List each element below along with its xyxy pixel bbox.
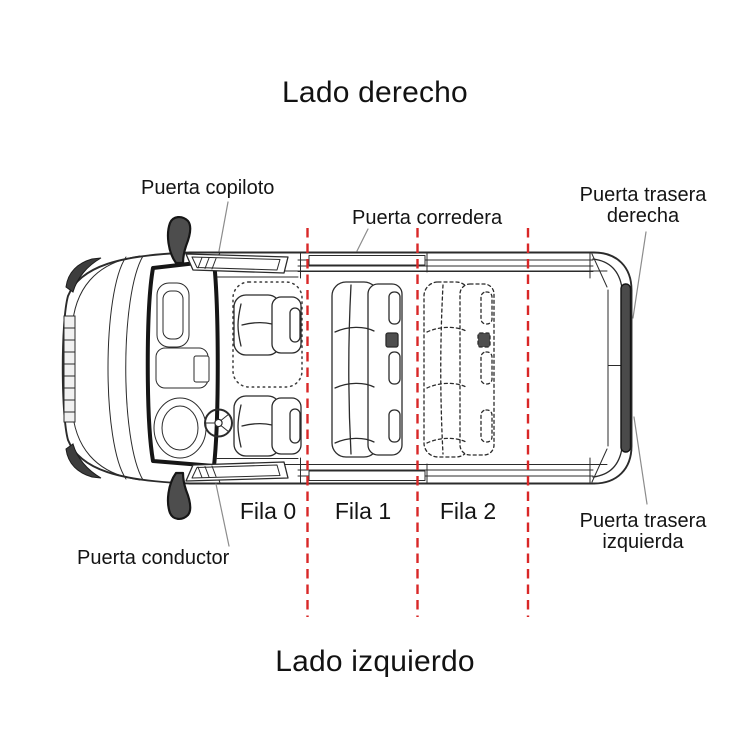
driver-door xyxy=(185,461,289,482)
side-mirror-left xyxy=(166,471,192,520)
side-mirror-right xyxy=(166,216,192,265)
copilot-seat-zone xyxy=(232,281,303,388)
copilot-seat xyxy=(233,294,302,356)
rear-door-bar xyxy=(620,283,632,453)
title-right-side: Lado derecho xyxy=(282,76,468,109)
label-sliding-door: Puerta corredera xyxy=(352,207,503,229)
label-row-fila0: Fila 0 xyxy=(239,498,297,524)
front-grille xyxy=(63,315,76,423)
label-driver-door: Puerta conductor xyxy=(77,547,230,569)
label-row-fila1: Fila 1 xyxy=(334,498,392,524)
label-rear-left-door: Puerta trasera izquierda xyxy=(579,510,707,553)
driver-seat xyxy=(233,395,302,457)
label-front-passenger-door: Puerta copiloto xyxy=(141,177,275,199)
sliding-door-rail-right xyxy=(297,252,594,279)
sliding-door-rail-left xyxy=(297,457,594,484)
label-row-fila2: Fila 2 xyxy=(439,498,497,524)
label-leader-lines xyxy=(215,201,648,547)
dashboard xyxy=(153,282,210,459)
front-passenger-door xyxy=(185,253,289,274)
bench-row-2 xyxy=(423,281,495,458)
title-left-side: Lado izquierdo xyxy=(275,645,475,678)
label-rear-right-door: Puerta trasera derecha xyxy=(579,184,707,227)
steering-wheel xyxy=(204,408,233,438)
headlight-left xyxy=(65,443,102,479)
bench-row-1 xyxy=(331,281,403,458)
headlight-right xyxy=(65,257,102,293)
row-divider-lines xyxy=(306,228,530,617)
